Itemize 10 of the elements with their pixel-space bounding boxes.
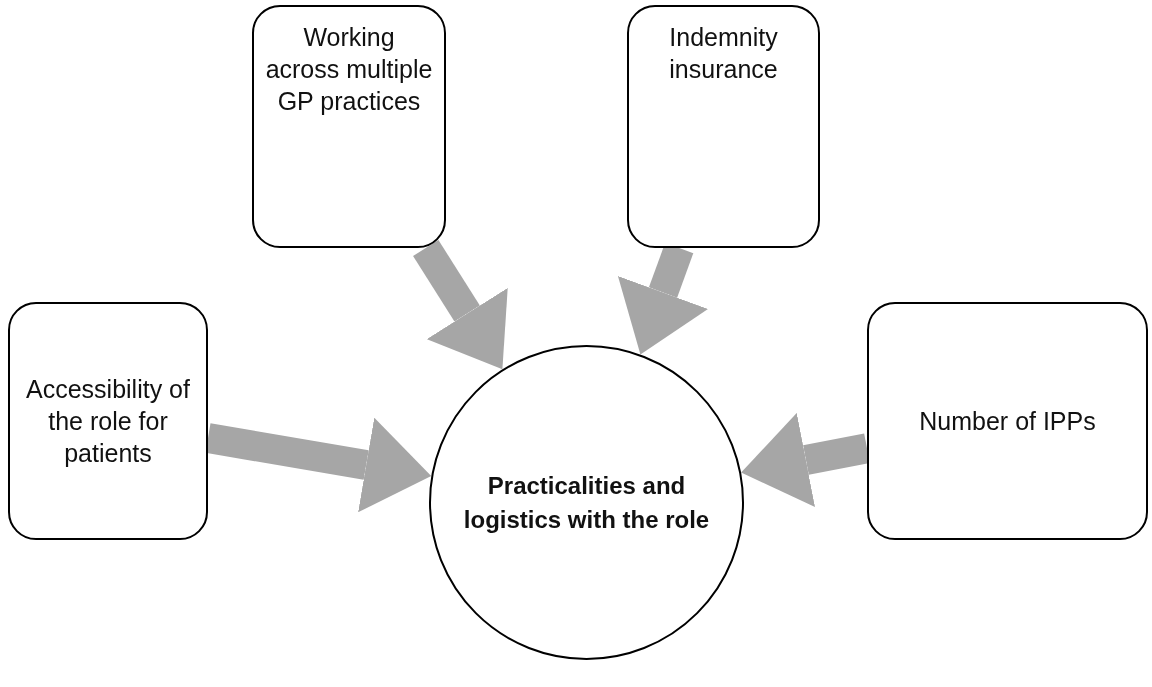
- node-text: Indemnity insurance: [668, 22, 779, 85]
- node-text: Accessibility of the role for patients: [25, 374, 191, 469]
- factor-box: [8, 302, 208, 540]
- factor-box: [627, 5, 820, 248]
- block-arrow: [413, 240, 508, 370]
- node-text: Number of IPPs: [919, 406, 1096, 437]
- factor-box: [252, 5, 446, 248]
- factor-box: [867, 302, 1148, 540]
- node-text: Working across multiple GP practices: [264, 22, 434, 117]
- node-text: Practicalities and logistics with the role: [462, 470, 711, 535]
